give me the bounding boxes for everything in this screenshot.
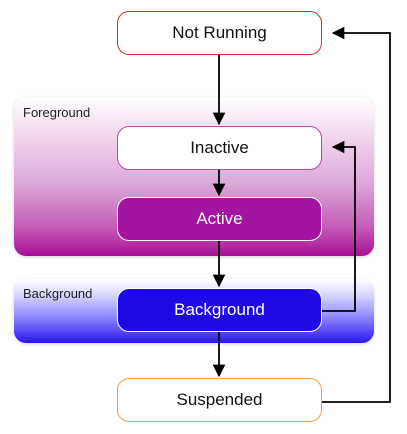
state-not-running: Not Running <box>117 11 322 55</box>
state-not-running-label: Not Running <box>172 23 267 42</box>
arrow-background-to-inactive <box>322 140 356 312</box>
foreground-group-label: Foreground <box>23 105 91 120</box>
state-active-label: Active <box>196 209 243 228</box>
state-inactive: Inactive <box>117 126 322 170</box>
state-suspended-label: Suspended <box>176 390 263 409</box>
state-background: Background <box>117 288 322 332</box>
background-group-label: Background <box>23 286 93 301</box>
state-background-label: Background <box>174 300 265 319</box>
state-inactive-label: Inactive <box>190 138 249 157</box>
state-suspended: Suspended <box>117 378 322 422</box>
state-active: Active <box>117 197 322 241</box>
arrow-suspended-to-not-running <box>322 26 391 403</box>
